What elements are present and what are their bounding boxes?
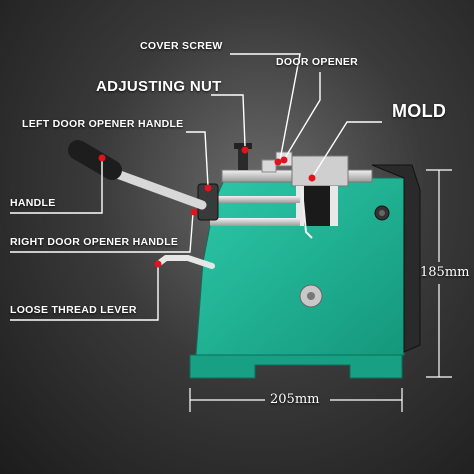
- leader-mold: [312, 121, 382, 177]
- leader-door-opener: [284, 72, 321, 159]
- marker-dots: [98, 146, 316, 268]
- label-loose-thread-lever: LOOSE THREAD LEVER: [10, 304, 137, 316]
- label-left-door-opener-handle: LEFT DOOR OPENER HANDLE: [22, 118, 184, 130]
- dimension-width-label: 205mm: [270, 392, 320, 407]
- marker-cover-screw: [274, 158, 282, 166]
- label-cover-screw: COVER SCREW: [140, 40, 223, 52]
- leader-cover-screw: [230, 53, 301, 161]
- dimension-height-label: 185mm: [420, 265, 470, 280]
- shaft: [200, 196, 300, 203]
- mold-block: [291, 155, 349, 187]
- marker-left-door-opener-handle: [204, 184, 212, 192]
- leader-handle: [10, 160, 103, 214]
- label-door-opener: DOOR OPENER: [276, 56, 359, 68]
- leader-adjusting-nut: [211, 94, 246, 147]
- leader-loose-thread-lever: [10, 266, 159, 321]
- marker-door-opener: [280, 156, 288, 164]
- marker-handle: [98, 154, 106, 162]
- machine-base: [189, 354, 403, 379]
- label-handle: HANDLE: [10, 197, 56, 209]
- loose-thread-lever: [155, 255, 215, 269]
- label-adjusting-nut: ADJUSTING NUT: [96, 78, 222, 95]
- marker-adjusting-nut: [241, 146, 249, 154]
- height-dimension-lines: [426, 169, 452, 378]
- leader-lines: [10, 53, 382, 321]
- marker-loose-thread-lever: [154, 260, 162, 268]
- leader-left-door-opener-handle: [186, 131, 209, 187]
- marker-right-door-opener-handle: [190, 208, 198, 216]
- label-right-door-opener-handle: RIGHT DOOR OPENER HANDLE: [10, 236, 179, 248]
- side-plate: [371, 164, 421, 353]
- label-mold: MOLD: [392, 101, 447, 121]
- leader-right-door-opener-handle: [10, 212, 194, 253]
- width-dimension-lines: [189, 388, 403, 412]
- marker-mold: [308, 174, 316, 182]
